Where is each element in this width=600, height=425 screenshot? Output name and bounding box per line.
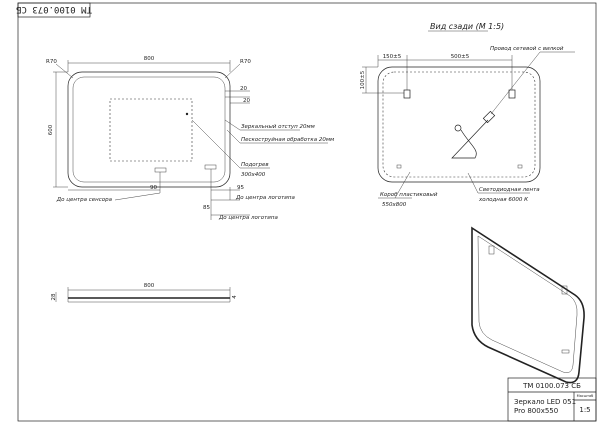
dim-100: 100±5 [360,70,366,89]
iso-inner-contour [477,235,578,373]
front-radius-left: R70 [46,59,57,65]
side-tail-label: 4 [232,295,238,299]
back-inner-contour [382,71,536,178]
note-mirror-offset: Зеркальный отступ 20мм [241,124,315,130]
cable-socket [454,124,462,132]
dim-90: 90 [150,185,157,191]
iso-heater-left [488,245,495,255]
note-logo-2: До центра логотипа [218,215,278,221]
back-view-title: Вид сзади (М 1:5) [430,22,504,31]
hanger-right [508,89,516,99]
dim-20-b: 20 [243,98,250,104]
back-view: Вид сзади (М 1:5) 150±5 500±5 100±5 Пров… [360,22,575,208]
side-width-label: 800 [144,283,155,289]
side-view: 800 28 4 [51,283,238,303]
front-outer-contour [67,71,231,188]
note-led-temp: холодная 6000 К [478,197,529,203]
sheet-frame [17,2,597,422]
note-sandblast: Пескоструйная обработка 20мм [241,137,334,143]
front-height-label: 600 [48,124,54,135]
title-code: ТМ 0100.073 СБ [522,382,581,390]
front-width-label: 800 [144,56,155,62]
plug-icon [482,110,496,124]
dim-85: 85 [203,205,210,211]
note-cable: Провод сетевой с вилкой [490,46,564,52]
stamp-text: ТМ 0100.073 СБ [16,4,92,14]
hanger-left [403,89,411,99]
side-depth-label: 28 [51,293,57,300]
title-scale-value: 1:5 [579,406,590,414]
note-sensor: До центра сенсора [56,197,113,203]
note-box-size: 550х800 [382,202,407,208]
note-box: Короб пластиковый [380,192,438,198]
back-small-mark-right [517,164,523,169]
dim-500: 500±5 [451,54,470,60]
title-name-line1: Зеркало LED 051 [514,398,576,406]
iso-outer-contour [471,226,585,384]
iso-heater-right [561,285,568,295]
isometric-view [471,226,585,384]
power-cable [451,119,489,159]
front-view: 800 R70 R70 600 20 20 Зеркальный отступ … [46,56,334,221]
back-small-mark-left [396,164,402,169]
front-radius-right: R70 [240,59,251,65]
stamp-box [17,2,91,18]
title-scale-head: Масштаб [577,394,594,398]
title-block: ТМ 0100.073 СБ Зеркало LED 051 Pro 800х5… [507,377,597,422]
dim-20-a: 20 [240,86,247,92]
back-outer-contour [377,66,541,183]
note-led: Светодиодная лента [479,187,540,193]
front-inner-contour [72,76,226,183]
dim-150: 150±5 [383,54,402,60]
note-logo-1: До центра логотипа [235,195,295,201]
iso-sensor [561,349,570,354]
note-heater: Подогрев [241,162,269,168]
logo-mark [204,164,217,170]
heater-zone [109,98,193,162]
heater-icon [185,112,189,116]
dim-95: 95 [237,185,244,191]
note-heater-size: 300х400 [241,172,266,178]
title-name-line2: Pro 800х550 [514,407,558,415]
sensor-mark [154,167,167,173]
title-block-frame [507,377,597,422]
